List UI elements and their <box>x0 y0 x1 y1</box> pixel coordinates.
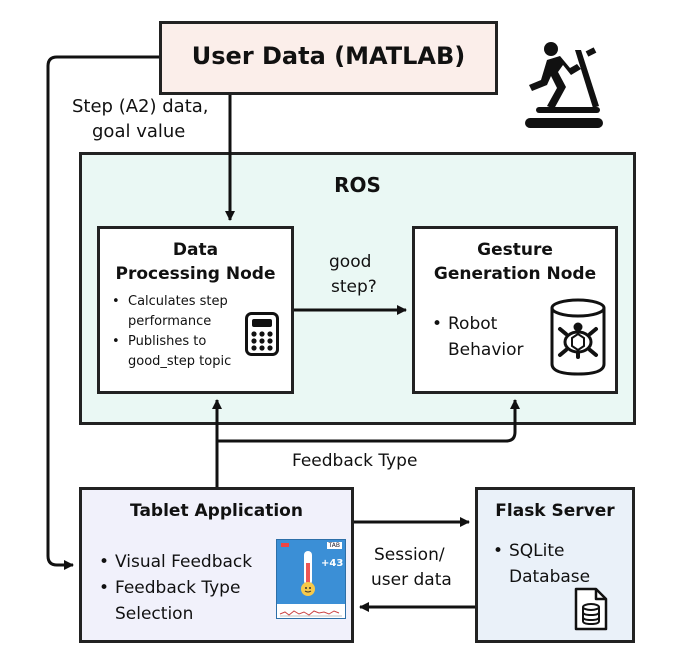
bullet-line: SQLite <box>509 541 565 561</box>
bullet-line: Calculates step <box>128 294 228 309</box>
list-item: Visual Feedback <box>99 549 252 575</box>
bullet-line: Visual Feedback <box>115 552 253 572</box>
tablet-screen-score: +43 <box>321 558 344 569</box>
treadmill-icon <box>525 42 603 128</box>
tablet-app-title: Tablet Application <box>130 501 303 521</box>
ros-title: ROS <box>334 173 381 197</box>
arrow-user-data-to-tablet <box>46 55 159 570</box>
bullet-line: Database <box>509 567 591 587</box>
feedback-type-label: Feedback Type <box>292 451 418 471</box>
tablet-screen-icon: TAB +43 <box>276 539 346 619</box>
flask-server-title: Flask Server <box>495 501 615 521</box>
data-processing-bullets: Calculates step performance Publishes to… <box>112 292 231 372</box>
session-label-line1: Session/ <box>374 545 445 565</box>
list-item: Calculates step performance <box>112 292 231 332</box>
list-item: SQLite Database <box>493 538 590 590</box>
gesture-bullets: Robot Behavior <box>432 311 524 363</box>
data-processing-title-line1: Data <box>172 240 219 260</box>
bullet-line: Behavior <box>448 340 524 360</box>
line-feedback-type <box>215 399 520 487</box>
gesture-title-line1: Gesture <box>477 240 553 260</box>
bullet-line: Selection <box>115 604 194 624</box>
turtle-database-icon <box>550 298 606 376</box>
bullet-line: performance <box>128 314 212 329</box>
user-data-box <box>159 21 498 95</box>
bullet-line: Feedback Type <box>115 578 241 598</box>
good-step-label-line2: step? <box>331 277 377 297</box>
data-processing-title-line2: Processing Node <box>115 264 276 284</box>
good-step-label-line1: good <box>329 252 372 272</box>
tablet-screen-badge: TAB <box>326 542 342 549</box>
list-item: Robot Behavior <box>432 311 524 363</box>
gesture-title-line2: Generation Node <box>433 264 597 284</box>
list-item: Publishes to good_step topic <box>112 332 231 372</box>
bullet-line: Robot <box>448 314 498 334</box>
session-label-line2: user data <box>371 570 452 590</box>
list-item: Feedback Type Selection <box>99 575 252 627</box>
bullet-line: good_step topic <box>128 354 232 369</box>
bullet-line: Publishes to <box>128 334 207 349</box>
database-file-icon <box>574 587 608 631</box>
user-data-title: User Data (MATLAB) <box>191 42 466 70</box>
flask-server-bullets: SQLite Database <box>493 538 590 590</box>
calculator-icon <box>245 312 279 356</box>
step-data-label-line1: Step (A2) data, <box>72 96 209 117</box>
tablet-app-bullets: Visual Feedback Feedback Type Selection <box>99 549 252 627</box>
step-data-label-line2: goal value <box>92 121 186 142</box>
